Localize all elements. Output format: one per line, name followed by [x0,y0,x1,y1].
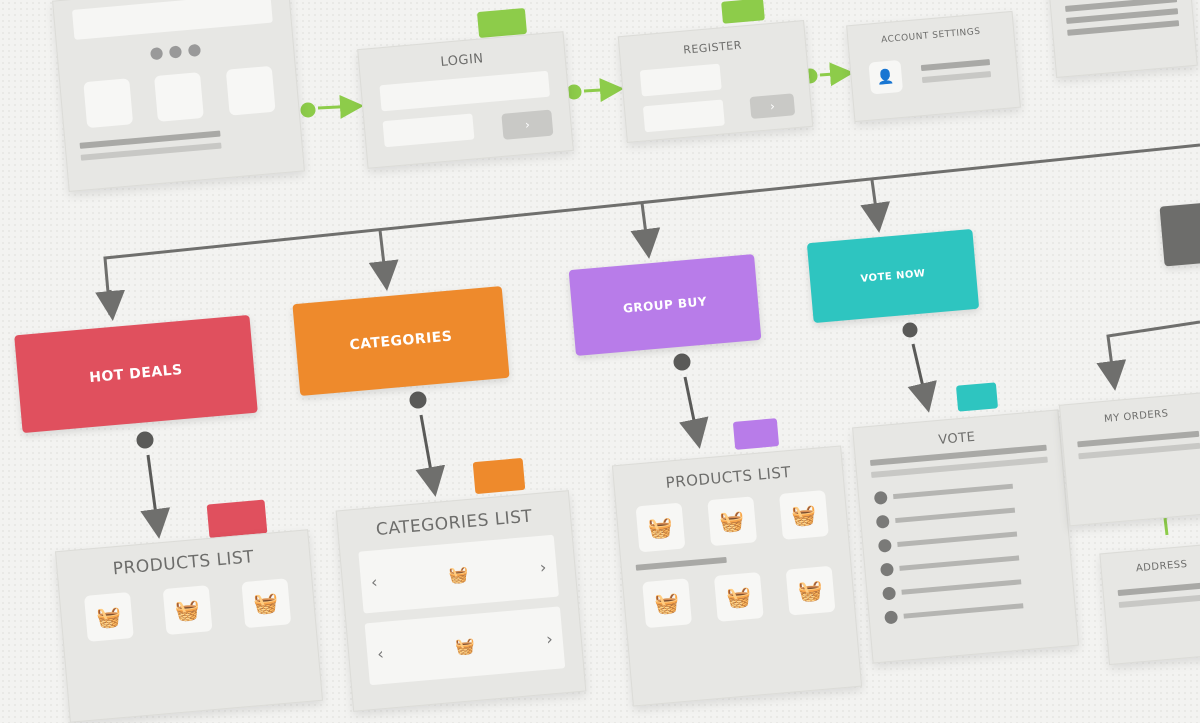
group-buy-label: GROUP BUY [622,294,708,316]
hot-deals-label: HOT DEALS [88,361,184,387]
login-card: LOGIN › [357,31,574,169]
password-field[interactable] [382,113,475,148]
basket-icon: 🧺 [454,635,476,657]
text-line [635,556,728,571]
account-settings-title: ACCOUNT SETTINGS [880,26,981,46]
text-line [1118,594,1200,609]
register-field[interactable] [642,99,725,133]
basket-icon: 🧺 [785,565,836,616]
basket-icon: 🧺 [642,578,693,629]
register-title: REGISTER [682,38,743,57]
person-icon: 👤 [868,59,904,95]
basket-icon: 🧺 [713,572,764,622]
hot-deals-box[interactable]: HOT DEALS [14,314,258,434]
vote-card: VOTE ● ● ● ● ● ● [852,409,1079,664]
dark-box [1159,201,1200,267]
tile [83,78,133,129]
login-next-button[interactable]: › [501,109,554,140]
group-buy-box[interactable]: GROUP BUY [568,254,762,356]
products-list-card-2: PRODUCTS LIST 🧺🧺🧺 🧺🧺🧺 [611,445,863,707]
basket-icon: 🧺 [162,585,213,635]
text-line [1067,20,1180,36]
register-field[interactable] [639,63,722,97]
vote-now-label: VOTE NOW [860,267,926,285]
address-title: ADDRESS [1135,558,1188,575]
chevron-right-icon[interactable]: › [539,556,548,577]
category-carousel[interactable]: ‹ 🧺 › [364,606,566,686]
basket-icon: 🧺 [779,490,829,540]
vote-options: ● ● ● ● ● ● [872,471,1061,630]
text-line [920,59,991,72]
products-list-card-1: PRODUCTS LIST 🧺🧺🧺 [54,529,324,723]
basket-icon: 🧺 [447,563,470,585]
my-orders-card: MY ORDERS [1058,391,1200,527]
basket-icon: 🧺 [635,502,686,553]
my-orders-title: MY ORDERS [1103,408,1169,425]
categories-box[interactable]: CATEGORIES [292,286,510,396]
chevron-left-icon[interactable]: ‹ [370,571,379,592]
chevron-left-icon[interactable]: ‹ [376,643,385,663]
register-tab [721,0,765,24]
chevron-right-icon[interactable]: › [545,628,554,649]
username-field[interactable] [379,70,551,112]
categories-label: CATEGORIES [348,328,454,354]
text-line [1117,582,1200,597]
categories-tab [472,457,526,495]
basket-icon: 🧺 [241,578,291,629]
tile [154,72,205,122]
offscreen-card [1048,0,1198,79]
tree-connectors [95,143,1200,391]
carousel [71,0,273,40]
group-buy-tab [732,418,780,450]
login-tab [476,7,528,39]
account-settings-card: ACCOUNT SETTINGS 👤 [846,10,1021,123]
register-card: REGISTER › [617,20,814,143]
address-card: ADDRESS [1099,542,1200,666]
detail-connectors [136,322,937,539]
text-line [921,71,992,84]
vote-now-tab [955,382,999,412]
category-carousel[interactable]: ‹ 🧺 › [358,534,559,614]
basket-icon: 🧺 [707,496,758,547]
basket-icon: 🧺 [84,592,135,642]
vote-now-box[interactable]: VOTE NOW [806,228,980,324]
register-next-button[interactable]: › [749,93,796,120]
home-screen-card: ● ● ● [52,0,305,192]
categories-list-card: CATEGORIES LIST ‹🧺› ‹🧺› [335,490,587,712]
tile [225,65,276,116]
